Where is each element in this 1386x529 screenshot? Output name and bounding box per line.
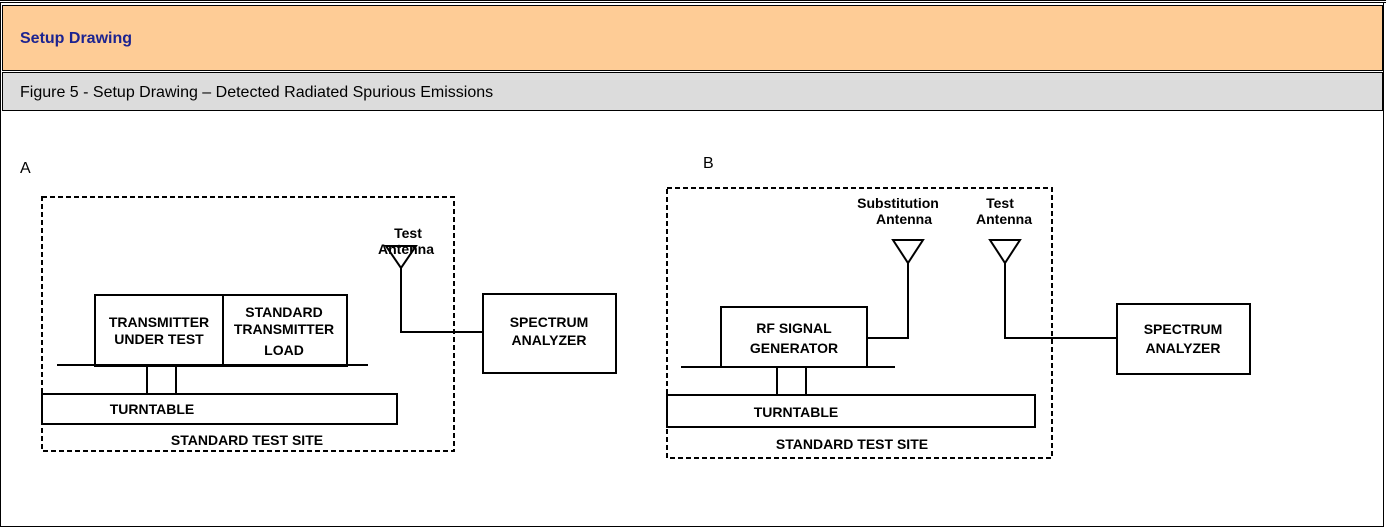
antenna-cable-a [400, 268, 483, 333]
test-site-boundary-b [666, 187, 1053, 459]
top-border [0, 0, 1386, 3]
diagram-b: Substitution Antenna Test Antenna RF SIG… [666, 187, 1251, 459]
load-label-2: TRANSMITTER [234, 321, 334, 337]
test-site-label-b: STANDARD TEST SITE [776, 436, 928, 452]
substitution-antenna-label-2: Antenna [876, 211, 932, 227]
test-antenna-label-a-1: Test [394, 225, 422, 241]
antenna-cable-b [1004, 263, 1117, 339]
test-site-label-a: STANDARD TEST SITE [171, 432, 323, 448]
test-site-boundary-a [41, 196, 455, 452]
turntable-label-a: TURNTABLE [110, 401, 195, 417]
test-antenna-icon-a [384, 245, 418, 270]
diagram-a-label: A [20, 160, 31, 177]
substitution-antenna-label-1: Substitution [857, 195, 939, 211]
substitution-antenna-icon [891, 239, 925, 265]
test-antenna-icon-b [988, 239, 1022, 265]
load-box [222, 294, 348, 367]
test-antenna-label-b-1: Test [986, 195, 1014, 211]
turntable-a [41, 393, 398, 425]
generator-label-1: RF SIGNAL [756, 320, 832, 336]
diagram-b-label: B [703, 155, 714, 172]
analyzer-label-b-1: SPECTRUM [1144, 321, 1223, 337]
transmitter-box [94, 294, 224, 367]
figure-caption-bar: Figure 5 - Setup Drawing – Detected Radi… [2, 72, 1383, 111]
diagram-a: Test Antenna TRANSMITTER UNDER TEST STAN… [41, 196, 617, 452]
analyzer-label-a-1: SPECTRUM [510, 314, 589, 330]
test-antenna-label-a-2: Antenna [378, 241, 434, 257]
turntable-b [666, 394, 1036, 428]
transmitter-label-2: UNDER TEST [114, 331, 204, 347]
spectrum-analyzer-b [1116, 303, 1251, 375]
generator-label-2: GENERATOR [750, 340, 838, 356]
figure-caption: Figure 5 - Setup Drawing – Detected Radi… [20, 84, 494, 101]
section-title: Setup Drawing [20, 30, 133, 47]
turntable-label-b: TURNTABLE [754, 404, 839, 420]
transmitter-label-1: TRANSMITTER [109, 314, 209, 330]
load-label-3: LOAD [264, 342, 304, 358]
test-antenna-label-b-2: Antenna [976, 211, 1032, 227]
spectrum-analyzer-a [482, 293, 617, 374]
rf-signal-generator-box [720, 306, 868, 368]
analyzer-label-a-2: ANALYZER [512, 332, 587, 348]
analyzer-label-b-2: ANALYZER [1146, 340, 1221, 356]
substitution-cable [867, 263, 909, 339]
section-header: Setup Drawing [2, 5, 1383, 71]
load-label-1: STANDARD [245, 304, 323, 320]
